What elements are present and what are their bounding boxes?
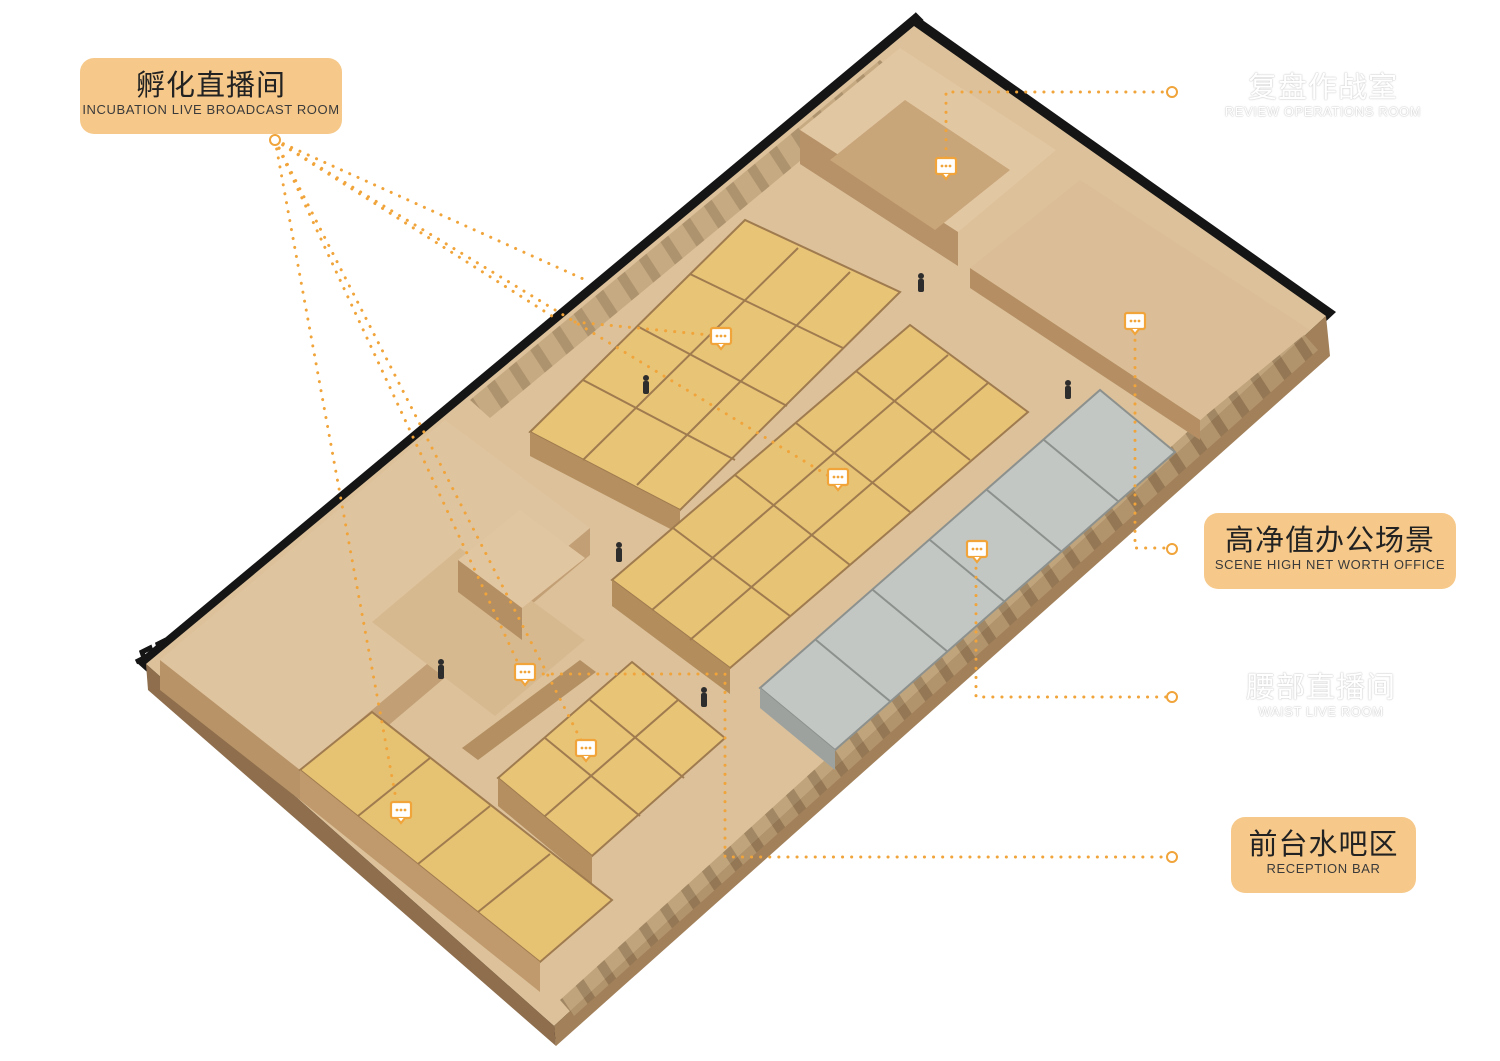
label-high-net-worth-office: 高净值办公场景 SCENE HIGH NET WORTH OFFICE xyxy=(1204,513,1456,589)
label-waist-live-room: 腰部直播间 WAIST LIVE ROOM xyxy=(1232,670,1410,734)
leader-lines xyxy=(273,90,1172,859)
booth-cluster-d-partitions xyxy=(357,757,551,913)
speech-bubble-icon xyxy=(389,156,1147,825)
booth-cluster-c-partitions xyxy=(544,699,685,817)
booth-cluster-d-front xyxy=(300,770,540,992)
booth-cluster-a-partitions xyxy=(582,247,851,486)
person-figure-icon xyxy=(438,273,1071,707)
label-incubation-live-room: 孵化直播间 INCUBATION LIVE BROADCAST ROOM xyxy=(80,58,342,134)
lobby-tower-top xyxy=(458,510,585,608)
label-review-zh: 复盘作战室 xyxy=(1247,70,1398,104)
label-waist-zh: 腰部直播间 xyxy=(1245,670,1396,704)
booth-cluster-b-partitions xyxy=(651,354,989,641)
waist-live-room-partitions xyxy=(815,439,1120,703)
label-review-operations-room: 复盘作战室 REVIEW OPERATIONS ROOM xyxy=(1218,70,1428,134)
open-office-right xyxy=(970,180,1310,420)
label-reception-en: RECEPTION BAR xyxy=(1266,861,1381,876)
label-reception-zh: 前台水吧区 xyxy=(1248,827,1399,861)
label-incubation-zh: 孵化直播间 xyxy=(135,68,286,102)
label-highnet-en: SCENE HIGH NET WORTH OFFICE xyxy=(1214,557,1446,572)
label-incubation-en: INCUBATION LIVE BROADCAST ROOM xyxy=(82,102,340,117)
label-waist-en: WAIST LIVE ROOM xyxy=(1258,704,1384,719)
lobby-tower-side xyxy=(458,560,522,640)
leader-end-markers xyxy=(269,86,1178,863)
booth-cluster-b-side xyxy=(612,580,730,694)
facade-window-bays-north xyxy=(470,60,900,418)
left-core-block-side xyxy=(160,660,300,800)
booth-cluster-a-side xyxy=(530,432,680,534)
label-review-en: REVIEW OPERATIONS ROOM xyxy=(1224,104,1422,119)
booth-cluster-c-side xyxy=(498,778,592,884)
reception-counter xyxy=(462,660,596,760)
label-reception-bar: 前台水吧区 RECEPTION BAR xyxy=(1231,817,1416,893)
left-core-block-top xyxy=(160,420,590,770)
waist-live-room-side xyxy=(760,688,835,770)
facade-window-bays-south xyxy=(560,330,1318,1016)
label-highnet-zh: 高净值办公场景 xyxy=(1224,523,1435,557)
open-office-wall xyxy=(970,268,1200,440)
review-room-interior xyxy=(830,100,1010,230)
